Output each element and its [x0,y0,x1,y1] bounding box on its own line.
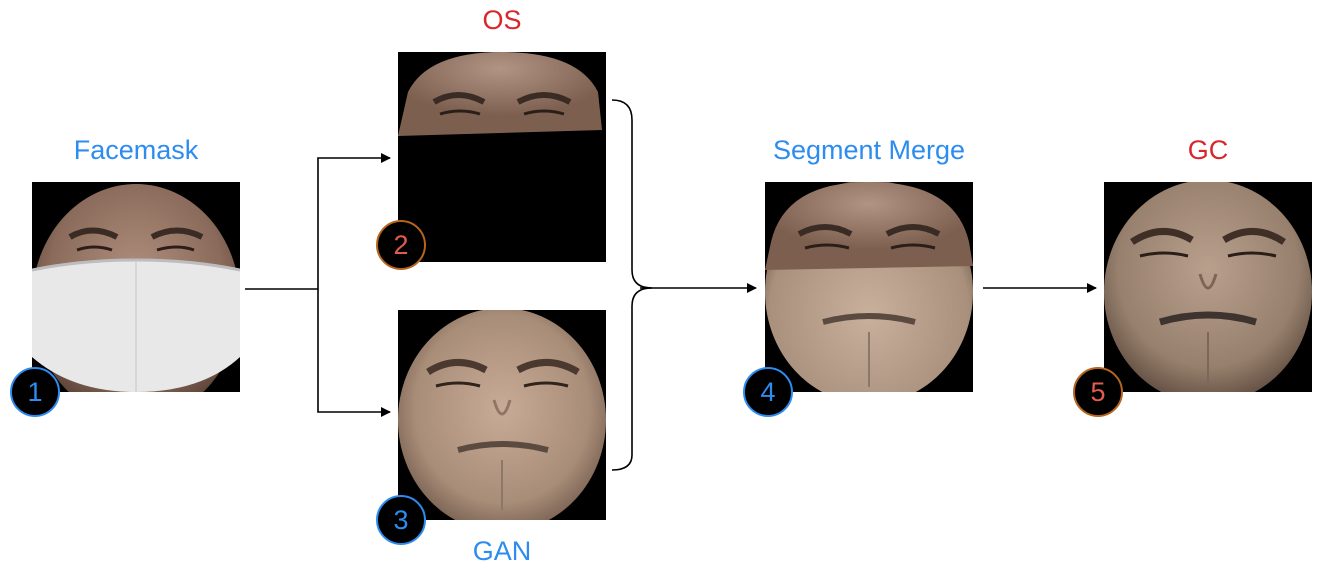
label-os: OS [482,5,522,35]
gan-image [398,310,606,520]
merge-brace [611,99,653,471]
label-facemask: Facemask [73,135,199,165]
step-badge-4: 4 [743,367,793,417]
os-image [398,52,606,262]
gc-image [1104,182,1312,392]
label-segment-merge: Segment Merge [772,135,966,165]
arrow-to-gan [317,289,391,417]
label-gan: GAN [472,536,532,566]
segment-merge-image [765,182,973,392]
step-badge-1: 1 [10,367,60,417]
arrow-to-os [317,153,391,289]
step-badge-3: 3 [376,495,426,545]
step-badge-2: 2 [376,220,426,270]
step-badge-5: 5 [1073,367,1123,417]
facemask-image [32,182,240,392]
label-gc: GC [1187,135,1229,165]
